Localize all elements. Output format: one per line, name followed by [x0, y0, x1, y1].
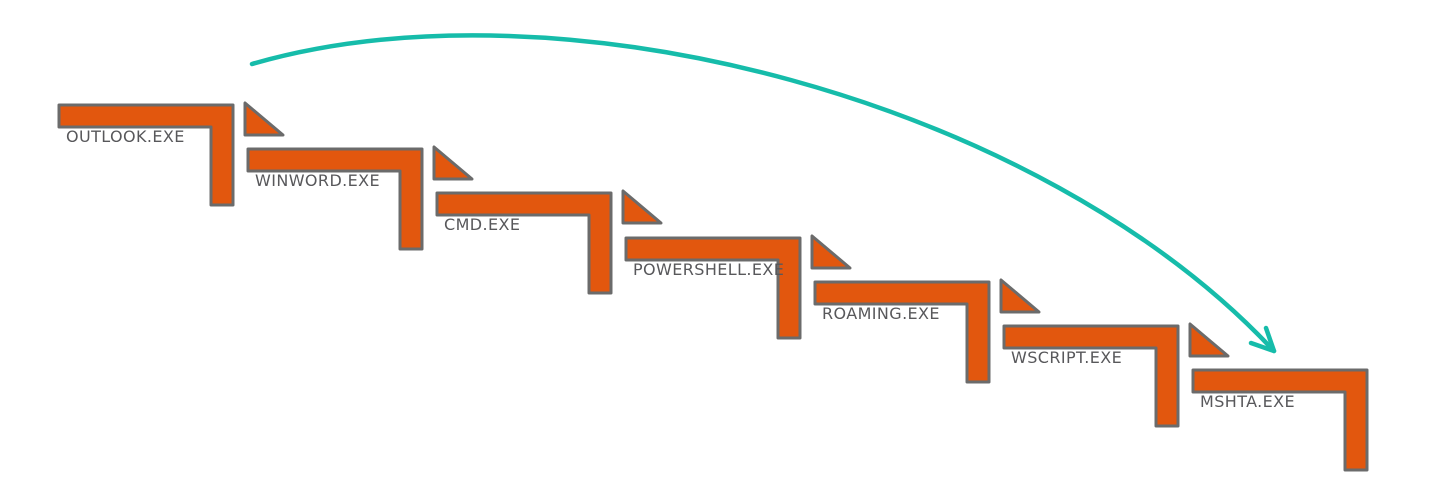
spawn-triangle-icon: [1188, 322, 1230, 358]
process-label-cmd-exe: CMD.EXE: [444, 215, 520, 234]
process-node-roaming-exe: ROAMING.EXE: [813, 280, 991, 384]
process-node-winword-exe: WINWORD.EXE: [246, 147, 424, 251]
spawn-triangle-icon: [432, 145, 474, 181]
process-label-winword-exe: WINWORD.EXE: [255, 171, 380, 190]
process-bracket-shape: [1191, 368, 1369, 472]
process-bracket-shape: [1002, 324, 1180, 428]
process-node-wscript-exe: WSCRIPT.EXE: [1002, 324, 1180, 428]
process-label-mshta-exe: MSHTA.EXE: [1200, 392, 1295, 411]
process-bracket-shape: [246, 147, 424, 251]
process-bracket-shape: [813, 280, 991, 384]
process-label-outlook-exe: OUTLOOK.EXE: [66, 127, 185, 146]
spawn-triangle-icon: [621, 189, 663, 225]
process-node-mshta-exe: MSHTA.EXE: [1191, 368, 1369, 472]
spawn-triangle-icon: [999, 278, 1041, 314]
spawn-triangle-icon: [810, 234, 852, 270]
process-label-wscript-exe: WSCRIPT.EXE: [1011, 348, 1122, 367]
injection-arrow-curve: [249, 33, 1277, 354]
process-node-outlook-exe: OUTLOOK.EXE: [57, 103, 235, 207]
spawn-triangle-icon: [243, 101, 285, 137]
process-bracket-shape: [435, 191, 613, 295]
process-node-powershell-exe: POWERSHELL.EXE: [624, 236, 802, 340]
process-label-roaming-exe: ROAMING.EXE: [822, 304, 940, 323]
process-bracket-shape: [624, 236, 802, 340]
process-bracket-shape: [57, 103, 235, 207]
process-node-cmd-exe: CMD.EXE: [435, 191, 613, 295]
process-label-powershell-exe: POWERSHELL.EXE: [633, 260, 784, 279]
injection-arrow-head-icon: [1248, 325, 1277, 354]
